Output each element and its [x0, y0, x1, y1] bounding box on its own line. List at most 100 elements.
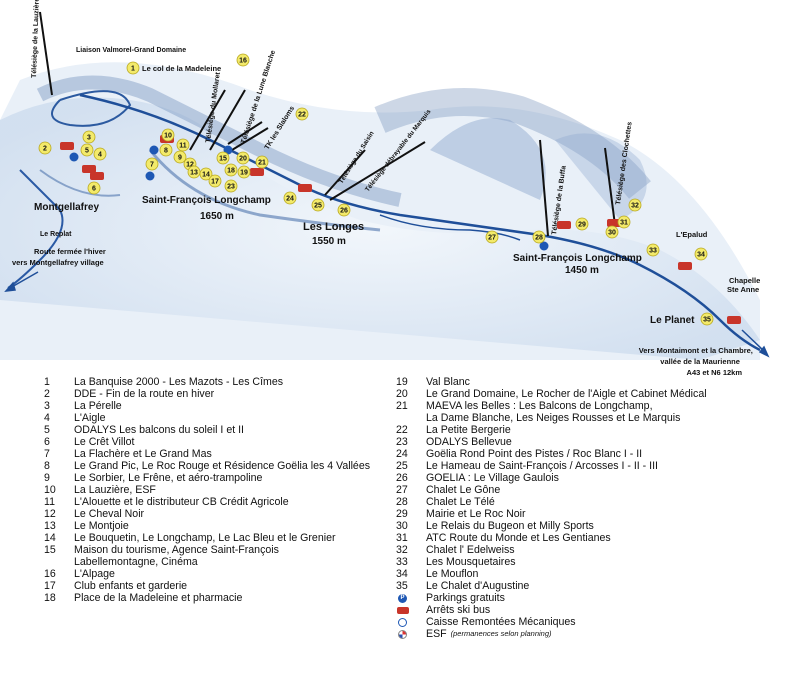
lift-line — [604, 147, 616, 226]
map-marker-21: 21 — [255, 155, 269, 169]
legend-number: 16 — [44, 568, 56, 580]
legend-text: Chalet Le Télé — [426, 496, 495, 508]
chapelle-line: Chapelle — [729, 276, 760, 285]
map-marker-15: 15 — [216, 151, 230, 165]
legend-number: 18 — [44, 592, 56, 604]
lift-line — [231, 127, 269, 151]
map-marker-20: 20 — [236, 151, 250, 165]
legend-text: La Petite Bergerie — [426, 424, 511, 436]
svg-text:27: 27 — [488, 235, 496, 242]
legend-number: 4 — [44, 412, 50, 424]
legend-number: 7 — [44, 448, 50, 460]
planet-label: Le Planet — [650, 315, 695, 326]
place-labels: Liaison Valmorel-Grand Domaine Le col de… — [12, 47, 760, 377]
legend-text: Mairie et Le Roc Noir — [426, 508, 526, 520]
map-marker-28: 28 — [532, 230, 546, 244]
ski-bus-icon — [557, 221, 571, 229]
legend-number: 33 — [396, 556, 408, 568]
map-marker-9: 9 — [173, 150, 187, 164]
legend-symbol-row: Caisse Remontées Mécaniques — [396, 616, 796, 628]
map-marker-5: 5 — [80, 143, 94, 157]
legend-symbol-text: Parkings gratuits — [426, 592, 505, 604]
legend-text: Le Chalet d'Augustine — [426, 580, 530, 592]
legend-text: Chalet Le Gône — [426, 484, 501, 496]
svg-text:6: 6 — [92, 186, 96, 193]
svg-text:14: 14 — [202, 172, 210, 179]
svg-text:16: 16 — [239, 58, 247, 65]
legend-number: 15 — [44, 544, 56, 556]
legend-number: 19 — [396, 376, 408, 388]
legend-text: Le Crêt Villot — [74, 436, 135, 448]
map-marker-26: 26 — [337, 203, 351, 217]
legend-symbol-row: Arrêts ski bus — [396, 604, 796, 616]
svg-text:19: 19 — [240, 170, 248, 177]
longes-label: Les Longes — [303, 221, 364, 233]
svg-text:29: 29 — [578, 222, 586, 229]
map-marker-30: 30 — [605, 225, 619, 239]
svg-text:33: 33 — [649, 248, 657, 255]
legend-symbol-text: Arrêts ski bus — [426, 604, 491, 616]
map-marker-34: 34 — [694, 247, 708, 261]
map-marker-31: 31 — [617, 215, 631, 229]
legend-text: Chalet l' Edelweiss — [426, 544, 515, 556]
legend-number: 29 — [396, 508, 408, 520]
legend-text: L'Aigle — [74, 412, 106, 424]
longes-alt: 1550 m — [312, 236, 346, 247]
map-marker-18: 18 — [224, 163, 238, 177]
legend-number: 22 — [396, 424, 408, 436]
lift-ticket-office-icon — [398, 617, 407, 627]
map-marker-16: 16 — [236, 53, 250, 67]
vers-montaimont-line: A43 et N6 12km — [687, 368, 743, 377]
legend-item-22: 22 La Petite Bergerie — [396, 424, 796, 436]
map-marker-25: 25 — [311, 198, 325, 212]
map-marker-23: 23 — [224, 179, 238, 193]
parking-icon — [539, 241, 549, 251]
chapelle-line: Ste Anne — [727, 285, 759, 294]
map-marker-29: 29 — [575, 217, 589, 231]
map-marker-24: 24 — [283, 191, 297, 205]
legend-number: 26 — [396, 472, 408, 484]
route-fermee-label: Route fermée l'hiver vers Montgellafrey … — [12, 247, 108, 267]
legend-text: Place de la Madeleine et pharmacie — [74, 592, 243, 604]
svg-text:34: 34 — [697, 252, 705, 259]
svg-text:30: 30 — [608, 230, 616, 237]
parking-icon — [145, 171, 155, 181]
legend-text: ATC Route du Monde et Les Gentianes — [426, 532, 611, 544]
ski-bus-icon — [250, 168, 264, 176]
terrain — [0, 62, 761, 360]
legend-number: 14 — [44, 532, 56, 544]
sf-1650-label: Saint-François Longchamp — [142, 195, 271, 206]
svg-text:12: 12 — [186, 162, 194, 169]
svg-text:7: 7 — [150, 162, 154, 169]
map-marker-6: 6 — [87, 181, 101, 195]
legend-text: Le Relais du Bugeon et Milly Sports — [426, 520, 594, 532]
legend-item-4: 4 L'Aigle — [44, 412, 394, 424]
direction-arrows — [4, 271, 770, 358]
esf-icon — [398, 629, 407, 639]
map-marker-32: 32 — [628, 198, 642, 212]
liaison-label: Liaison Valmorel-Grand Domaine — [76, 47, 186, 54]
legend-number: 31 — [396, 532, 408, 544]
legend-number: 12 — [44, 508, 56, 520]
vers-montaimont-line: Vers Montaimont et la Chambre, — [639, 346, 753, 355]
ski-bus-icon — [82, 165, 96, 173]
legend-symbol-text: Caisse Remontées Mécaniques — [426, 616, 576, 628]
ski-bus-icon — [727, 316, 741, 324]
svg-text:3: 3 — [87, 135, 91, 142]
legend-number: 17 — [44, 580, 56, 592]
map-marker-8: 8 — [159, 143, 173, 157]
